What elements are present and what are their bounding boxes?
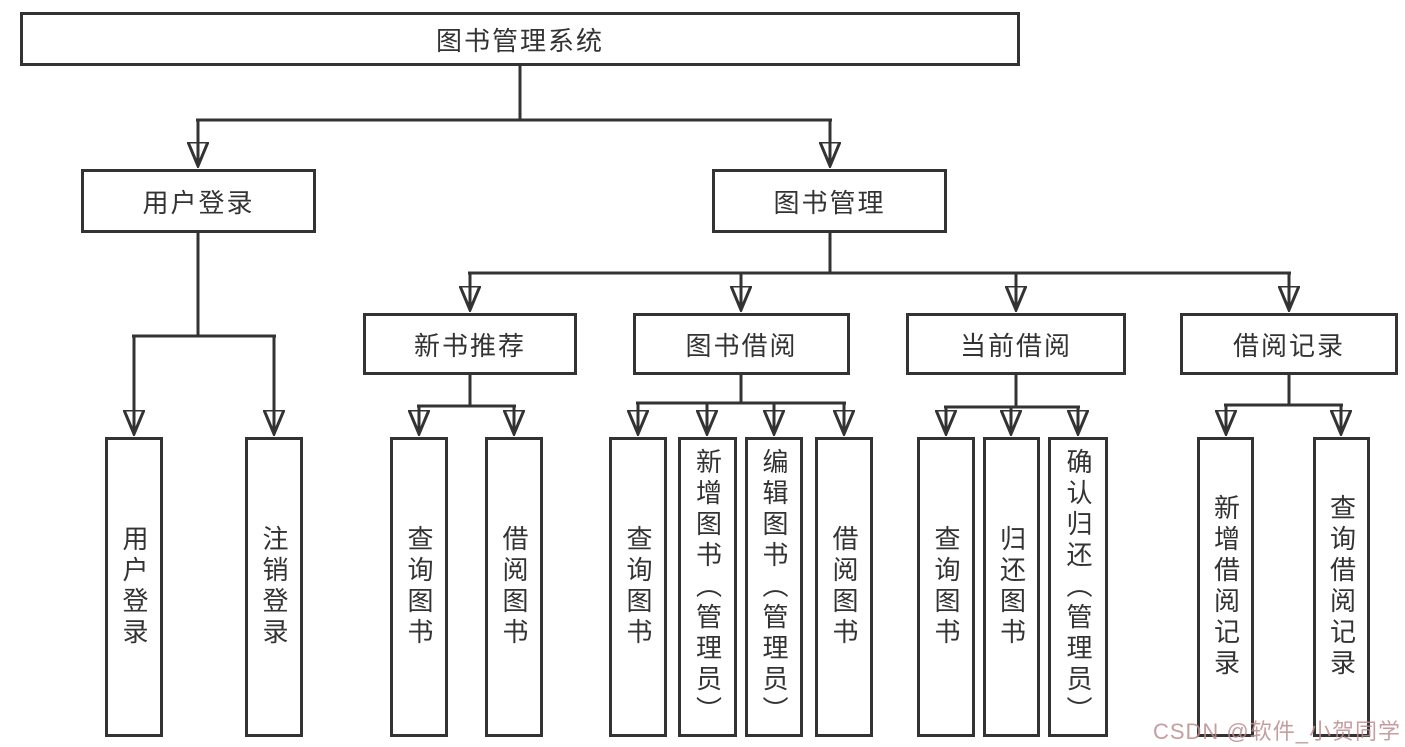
node-borrow-records: 借阅记录 [1180, 313, 1398, 375]
node-label: 借阅记录 [1232, 330, 1345, 361]
node-label: 查询借阅记录 [1326, 494, 1357, 680]
node-query-books-recommend: 查询图书 [390, 437, 448, 737]
node-label: 当前借阅 [959, 330, 1072, 361]
node-label: 确认归还（管理员） [1063, 447, 1093, 727]
node-user-login: 用户登录 [81, 169, 316, 233]
node-label: 图书借阅 [685, 330, 798, 361]
node-current-borrow: 当前借阅 [906, 313, 1126, 375]
node-add-borrow-record: 新增借阅记录 [1197, 437, 1254, 737]
node-label: 查询图书 [404, 525, 434, 649]
csdn-watermark: CSDN @软件_小贺同学 [1152, 719, 1401, 744]
node-new-book-recommend: 新书推荐 [363, 313, 577, 375]
node-label: 图书管理 [773, 187, 886, 218]
node-confirm-return-admin: 确认归还（管理员） [1048, 437, 1108, 737]
node-query-borrow-record: 查询借阅记录 [1313, 437, 1370, 737]
node-query-books-borrow: 查询图书 [609, 437, 667, 737]
node-logout-leaf: 注销登录 [245, 437, 303, 737]
node-label: 编辑图书（管理员） [759, 447, 789, 727]
node-borrow-books-leaf: 借阅图书 [815, 437, 873, 737]
node-return-books: 归还图书 [983, 437, 1040, 737]
node-label: 用户登录 [119, 525, 149, 649]
node-label: 新书推荐 [413, 330, 526, 361]
node-label: 查询图书 [931, 525, 961, 649]
node-borrow-books-recommend: 借阅图书 [485, 437, 543, 737]
node-library-management-system: 图书管理系统 [20, 12, 1020, 66]
node-label: 借阅图书 [499, 525, 529, 649]
node-label: 注销登录 [259, 525, 289, 649]
node-label: 归还图书 [996, 525, 1027, 649]
node-label: 新增借阅记录 [1210, 494, 1241, 680]
node-label: 查询图书 [623, 525, 653, 649]
node-edit-books-admin: 编辑图书（管理员） [745, 437, 803, 737]
node-user-login-leaf: 用户登录 [105, 437, 163, 737]
node-query-books-current: 查询图书 [917, 437, 975, 737]
node-label: 用户登录 [142, 187, 255, 218]
node-book-management: 图书管理 [712, 169, 947, 233]
node-book-borrow: 图书借阅 [633, 313, 850, 375]
node-label: 借阅图书 [829, 525, 859, 649]
node-add-books-admin: 新增图书（管理员） [678, 437, 737, 737]
node-label: 图书管理系统 [435, 25, 604, 56]
node-label: 新增图书（管理员） [692, 447, 723, 727]
